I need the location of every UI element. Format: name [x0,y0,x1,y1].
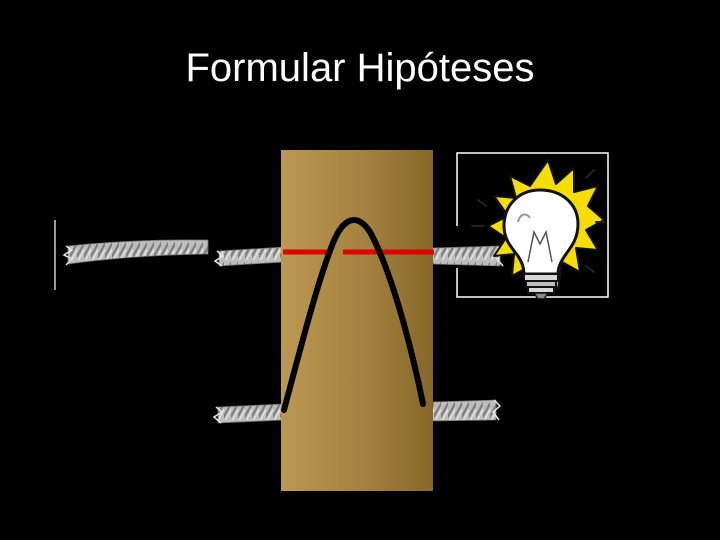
lightbulb-icon [471,159,605,300]
rope-lower-right [431,399,502,422]
wooden-post [281,150,433,491]
lightbulb-clipart [456,152,609,300]
hypothesis-loop-line [281,217,426,413]
rope-lower-left [212,403,285,424]
rope-upper-right [431,245,505,267]
rope-upper-left [213,246,285,267]
slide-title: Formular Hipóteses [185,46,535,90]
rope-loose-left [62,239,209,266]
